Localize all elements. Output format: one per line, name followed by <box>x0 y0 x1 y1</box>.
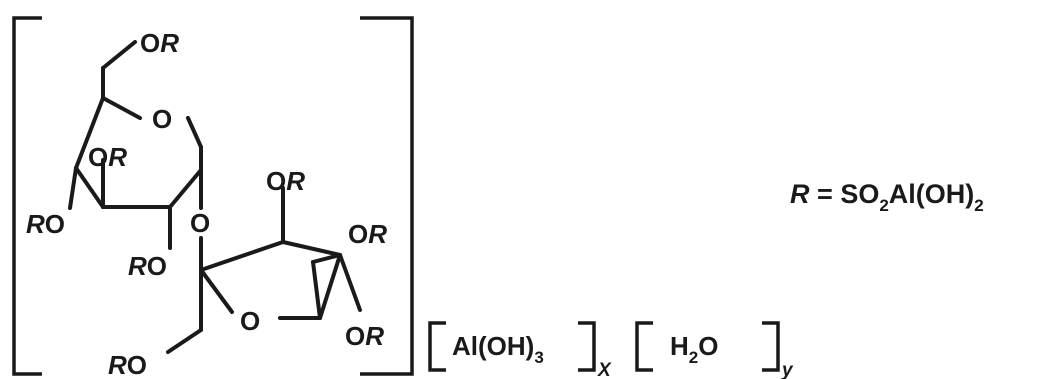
or-f3-group: OR <box>266 166 305 196</box>
glycosidic-oxygen: O <box>190 208 210 238</box>
right-bracket <box>360 16 414 376</box>
glucose-ring-bonds <box>68 40 203 250</box>
water-formula: H2O <box>670 331 718 367</box>
water-left-bracket <box>635 321 653 372</box>
ring-oxygen-fructose: O <box>240 306 260 336</box>
or-c6-group: OR <box>140 28 179 58</box>
ring-oxygen-glucose: O <box>152 104 172 134</box>
or-c3-group: OR <box>88 142 127 172</box>
or-f5-group: OR <box>345 321 384 351</box>
counterion-index: X <box>597 360 612 379</box>
counterion-left-bracket <box>428 321 446 372</box>
left-bracket <box>12 16 42 376</box>
or-c2-group: RO <box>128 251 167 281</box>
or-f4-group: OR <box>348 219 387 249</box>
aluminium-hydroxide: Al(OH)3 <box>452 331 544 367</box>
water-right-bracket <box>762 321 780 372</box>
or-c6f-group: RO <box>108 350 147 379</box>
r-definition: R = SO2Al(OH)2 <box>790 179 984 215</box>
water-index: y <box>781 360 794 379</box>
fructose-ring-bonds <box>166 186 362 354</box>
counterion-right-bracket <box>578 321 596 372</box>
or-c4-group: RO <box>26 209 65 239</box>
